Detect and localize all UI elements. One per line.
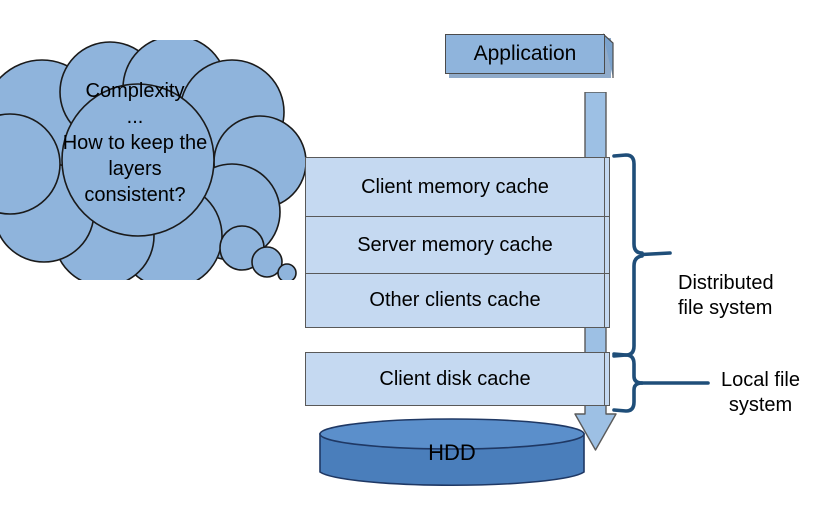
thought-tail-bubbles	[219, 225, 297, 283]
brace-distributed-file-system	[612, 153, 672, 357]
label-local-file-system: Local file system	[721, 369, 800, 416]
cache-box-other-clients[interactable]: Other clients cache	[305, 273, 605, 328]
label-distributed-file-system: Distributed file system	[678, 272, 774, 319]
cache-box-client-memory[interactable]: Client memory cache	[305, 157, 605, 217]
thought-bubble-shape	[0, 35, 307, 289]
thought-bubble: Complexity ... How to keep the layers co…	[0, 35, 320, 289]
application-box[interactable]: Application	[445, 33, 614, 78]
cache-box-server-memory[interactable]: Server memory cache	[305, 216, 605, 274]
brace-local-file-system	[612, 353, 710, 413]
hdd-cylinder[interactable]	[318, 418, 586, 488]
application-label: Application	[445, 34, 605, 74]
cache-box-client-disk[interactable]: Client disk cache	[305, 352, 605, 406]
